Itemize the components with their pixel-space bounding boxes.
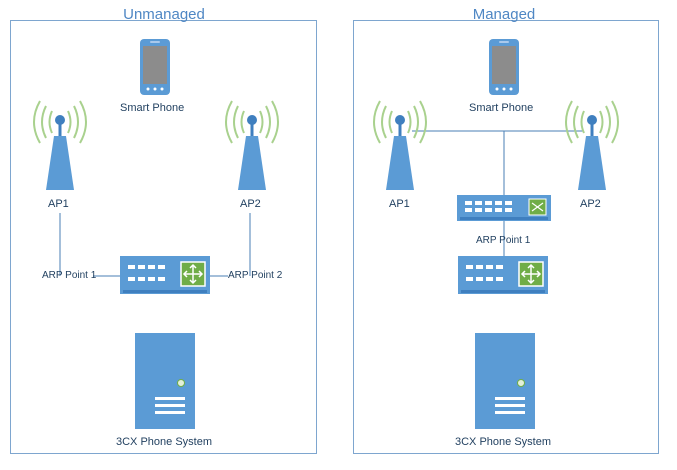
router-icon	[120, 256, 210, 294]
smartphone-icon	[489, 39, 519, 95]
server-label: 3CX Phone System	[455, 436, 551, 448]
ap2-label: AP2	[580, 198, 601, 210]
arp-point-1-label: ARP Point 1	[476, 235, 531, 246]
panel-title-unmanaged: Unmanaged	[123, 6, 205, 23]
server-tower-icon	[475, 333, 535, 429]
ap2-label: AP2	[240, 198, 261, 210]
server-label: 3CX Phone System	[116, 436, 212, 448]
router-icon	[458, 256, 548, 294]
smart-phone-label: Smart Phone	[120, 102, 185, 114]
wireless-access-point-icon	[225, 100, 279, 190]
arp-point-2-label: ARP Point 2	[228, 270, 283, 281]
ap1-label: AP1	[48, 198, 69, 210]
wireless-access-point-icon	[33, 100, 87, 190]
network-switch-icon	[457, 195, 551, 221]
arp-point-1-label: ARP Point 1	[42, 270, 97, 281]
wireless-access-point-icon	[373, 100, 427, 190]
wireless-access-point-icon	[565, 100, 619, 190]
panel-title-managed: Managed	[472, 6, 536, 23]
server-tower-icon	[135, 333, 195, 429]
smart-phone-label: Smart Phone	[469, 102, 534, 114]
ap1-label: AP1	[389, 198, 410, 210]
smartphone-icon	[140, 39, 170, 95]
